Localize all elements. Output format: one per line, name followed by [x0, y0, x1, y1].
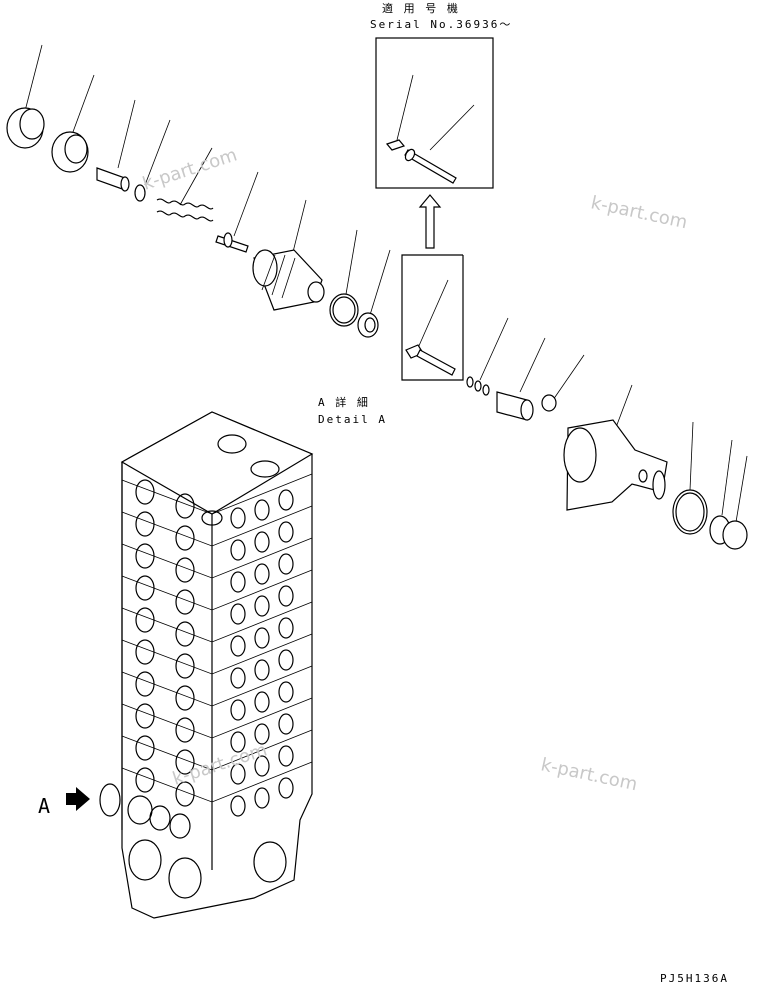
valve-port: [278, 745, 294, 767]
valve-port: [254, 499, 270, 521]
valve-main-port: [128, 839, 162, 881]
valve-port: [175, 685, 195, 711]
valve-port: [278, 681, 294, 703]
up-arrow-icon: [418, 194, 442, 249]
spool-assembly-location: [99, 783, 191, 839]
serial-variant-box: [375, 37, 494, 189]
valve-port: [278, 649, 294, 671]
valve-port: [135, 639, 155, 665]
drawing-code: PJ5H136A: [660, 972, 729, 985]
valve-port: [230, 731, 246, 753]
valve-port: [175, 589, 195, 615]
valve-port: [135, 703, 155, 729]
serial-title-jp: 適 用 号 機: [382, 1, 460, 15]
detail-title-jp: A 詳 細: [318, 395, 370, 409]
valve-port: [254, 659, 270, 681]
view-arrow-icon: [66, 787, 90, 811]
valve-port: [278, 617, 294, 639]
valve-port: [135, 511, 155, 537]
valve-port: [230, 795, 246, 817]
exploded-parts-upper: [6, 44, 391, 338]
valve-port: [254, 595, 270, 617]
valve-port: [230, 539, 246, 561]
valve-port: [254, 755, 270, 777]
valve-port: [278, 553, 294, 575]
valve-port: [254, 563, 270, 585]
valve-sections: [121, 473, 313, 899]
valve-port: [175, 717, 195, 743]
view-marker-letter: A: [38, 794, 50, 818]
valve-port: [230, 603, 246, 625]
valve-main-port: [168, 857, 202, 899]
valve-port: [135, 607, 155, 633]
valve-port: [230, 667, 246, 689]
valve-port: [254, 531, 270, 553]
valve-section-line: [121, 537, 313, 579]
valve-port: [278, 585, 294, 607]
valve-port: [175, 557, 195, 583]
valve-section-line: [121, 761, 313, 803]
valve-section-line: [121, 505, 313, 547]
watermark-1: k-part.com: [589, 192, 689, 233]
valve-port: [175, 621, 195, 647]
valve-port: [230, 507, 246, 529]
valve-port: [230, 635, 246, 657]
serial-number-label: Serial No.36936～: [370, 18, 512, 31]
detail-title-en: Detail A: [318, 413, 387, 426]
valve-port: [135, 671, 155, 697]
valve-port: [278, 713, 294, 735]
control-valve-assembly: [120, 411, 314, 919]
valve-port: [254, 787, 270, 809]
valve-port: [175, 781, 195, 807]
valve-port: [175, 653, 195, 679]
valve-port: [230, 699, 246, 721]
watermark-3: k-part.com: [539, 754, 639, 795]
valve-section-line: [121, 633, 313, 675]
valve-section-line: [121, 601, 313, 643]
valve-port: [135, 735, 155, 761]
valve-port: [135, 575, 155, 601]
valve-port: [230, 571, 246, 593]
valve-port: [175, 525, 195, 551]
exploded-parts-lower: [466, 317, 748, 550]
valve-section-line: [121, 569, 313, 611]
valve-section-line: [121, 697, 313, 739]
valve-section-line: [121, 729, 313, 771]
valve-port: [254, 723, 270, 745]
valve-port: [254, 691, 270, 713]
standard-variant-box: [401, 254, 464, 381]
valve-port: [230, 763, 246, 785]
valve-port: [278, 489, 294, 511]
valve-main-port: [253, 841, 287, 883]
valve-section-line: [121, 473, 313, 515]
valve-port: [135, 479, 155, 505]
valve-port: [278, 777, 294, 799]
valve-port: [254, 627, 270, 649]
valve-port: [278, 521, 294, 543]
valve-port: [135, 767, 155, 793]
valve-port: [135, 543, 155, 569]
valve-port: [175, 493, 195, 519]
valve-section-line: [121, 665, 313, 707]
valve-port: [175, 749, 195, 775]
